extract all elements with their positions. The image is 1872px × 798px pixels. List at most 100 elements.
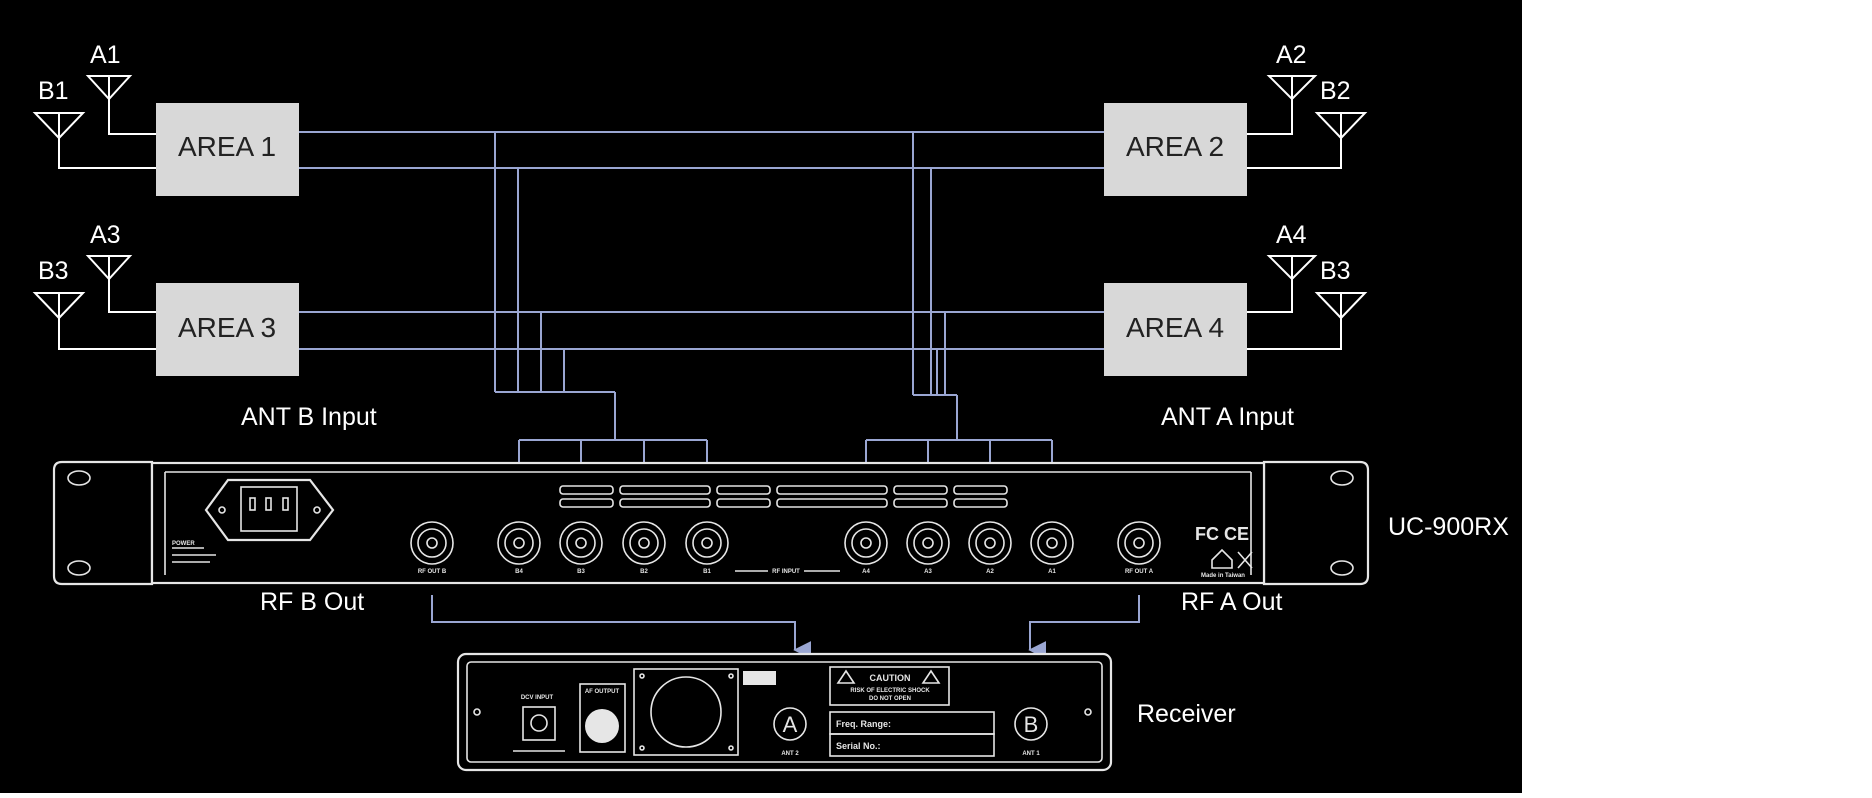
caution-left-warning-icon [836, 669, 856, 684]
device-model-label: UC-900RX [1388, 513, 1509, 541]
dcv-input-label: DCV INPUT [521, 695, 554, 701]
caution-subtext-2: DO NOT OPEN [869, 696, 911, 702]
dcv-input-jack-hole [530, 714, 548, 732]
rf-a-out-label: RF A Out [1181, 588, 1282, 616]
caution-subtext-1: RISK OF ELECTRIC SHOCK [850, 688, 930, 694]
freq-range-label: Freq. Range: [836, 719, 891, 729]
antenna-b3-left-icon [32, 292, 156, 350]
af-output-label: AF OUTPUT [585, 689, 620, 695]
port-a1-connector[interactable] [1030, 521, 1074, 565]
port-b2-connector[interactable] [622, 521, 666, 565]
port-b4-connector[interactable] [497, 521, 541, 565]
antenna-a2-label: A2 [1276, 41, 1307, 69]
made-in-label: Made in Taiwan [1201, 573, 1245, 579]
receiver-body [456, 652, 1113, 772]
ant-b-receiver-connector[interactable] [1014, 707, 1048, 741]
area2-label: AREA 2 [1126, 131, 1224, 162]
antenna-b2-icon [1247, 112, 1368, 169]
area4-box [1104, 283, 1247, 376]
power-screw-left [218, 506, 226, 514]
caution-plate [829, 666, 950, 706]
fcc-ce-mark-icon: FC CE [1195, 524, 1249, 544]
port-b1-connector[interactable] [685, 521, 729, 565]
rf-out-a-connector[interactable] [1117, 521, 1161, 565]
rf-a-out-to-receiver [1028, 595, 1140, 659]
ant-b-input-label: ANT B Input [241, 403, 377, 431]
antenna-a1-label: A1 [90, 41, 121, 69]
ant-a-letter: A [783, 712, 798, 737]
right-rack-ear [1262, 460, 1370, 586]
receiver-screw-right [1084, 708, 1092, 716]
antenna-a1-icon [85, 75, 156, 135]
receiver-label: Receiver [1137, 700, 1236, 728]
port-b2-label: B2 [640, 569, 648, 575]
rear-vents [559, 485, 1008, 508]
page-margin [1522, 0, 1872, 793]
left-rack-ear [52, 460, 154, 586]
ant-a-receiver-label: ANT 2 [781, 751, 799, 757]
brand-badge-icon [743, 671, 776, 685]
antenna-b3-right-icon [1247, 292, 1368, 350]
receiver-rear-panel: DCV INPUT AF OUTPUT A ANT 2 CAUTION RISK… [456, 652, 1113, 772]
area4-label: AREA 4 [1126, 312, 1224, 343]
antenna-a4-icon [1247, 255, 1318, 313]
area1-box [156, 103, 299, 196]
dcv-input-jack [522, 706, 556, 741]
area3-box [156, 283, 299, 376]
right-ear-top-hole [1330, 470, 1354, 486]
port-b4-label: B4 [515, 569, 523, 575]
antenna-b2-label: B2 [1320, 77, 1351, 105]
antenna-a3-icon [85, 255, 156, 313]
left-ear-bottom-hole [67, 560, 91, 576]
uc900rx-rear-panel: POWER RF OUT B B4 [52, 460, 1370, 586]
fan-icon [650, 676, 722, 748]
power-inlet-socket [240, 486, 298, 532]
port-a2-label: A2 [986, 569, 994, 575]
ant-b-letter: B [1024, 712, 1039, 737]
area3-label: AREA 3 [178, 312, 276, 343]
power-label: POWER [172, 541, 195, 547]
caution-label: CAUTION [870, 673, 911, 683]
left-antennas: A1 B1 A3 B3 [32, 41, 156, 350]
antenna-b1-label: B1 [38, 77, 69, 105]
port-a3-connector[interactable] [906, 521, 950, 565]
antenna-a3-label: A3 [90, 221, 121, 249]
antenna-b3-left-label: B3 [38, 257, 69, 285]
antenna-a2-icon [1247, 75, 1318, 135]
af-output-jack[interactable] [585, 709, 619, 743]
right-ear-bottom-hole [1330, 560, 1354, 576]
caution-right-warning-icon [921, 669, 941, 684]
power-pin-left [249, 497, 256, 511]
port-a2-connector[interactable] [968, 521, 1012, 565]
port-a4-label: A4 [862, 569, 870, 575]
ant-a-receiver-connector[interactable] [773, 707, 807, 741]
rf-out-b-port-label: RF OUT B [418, 569, 447, 575]
port-a4-connector[interactable] [844, 521, 888, 565]
power-pin-center [265, 497, 272, 511]
rear-panel-body [150, 461, 1266, 585]
power-pin-right [282, 497, 289, 511]
port-a1-label: A1 [1048, 569, 1056, 575]
antenna-b1-icon [32, 112, 156, 169]
rf-b-out-label: RF B Out [260, 588, 364, 616]
receiver-screw-left [473, 708, 481, 716]
weee-bin-icon [1237, 551, 1253, 569]
antenna-b3-right-label: B3 [1320, 257, 1351, 285]
area2-box [1104, 103, 1247, 196]
area-boxes: AREA 1 AREA 2 AREA 3 AREA 4 [156, 103, 1247, 376]
port-b3-label: B3 [577, 569, 585, 575]
power-screw-right [313, 506, 321, 514]
indoor-use-icon [1211, 548, 1233, 569]
left-ear-top-hole [67, 470, 91, 486]
rf-out-b-connector[interactable] [410, 521, 454, 565]
af-output-plate [579, 683, 626, 753]
port-b1-label: B1 [703, 569, 711, 575]
rf-input-label: RF INPUT [772, 569, 800, 575]
port-b3-connector[interactable] [559, 521, 603, 565]
rf-b-out-to-receiver [431, 595, 812, 659]
port-a3-label: A3 [924, 569, 932, 575]
serial-no-plate [829, 733, 995, 757]
right-antennas: A2 B2 A4 B3 [1247, 41, 1368, 350]
